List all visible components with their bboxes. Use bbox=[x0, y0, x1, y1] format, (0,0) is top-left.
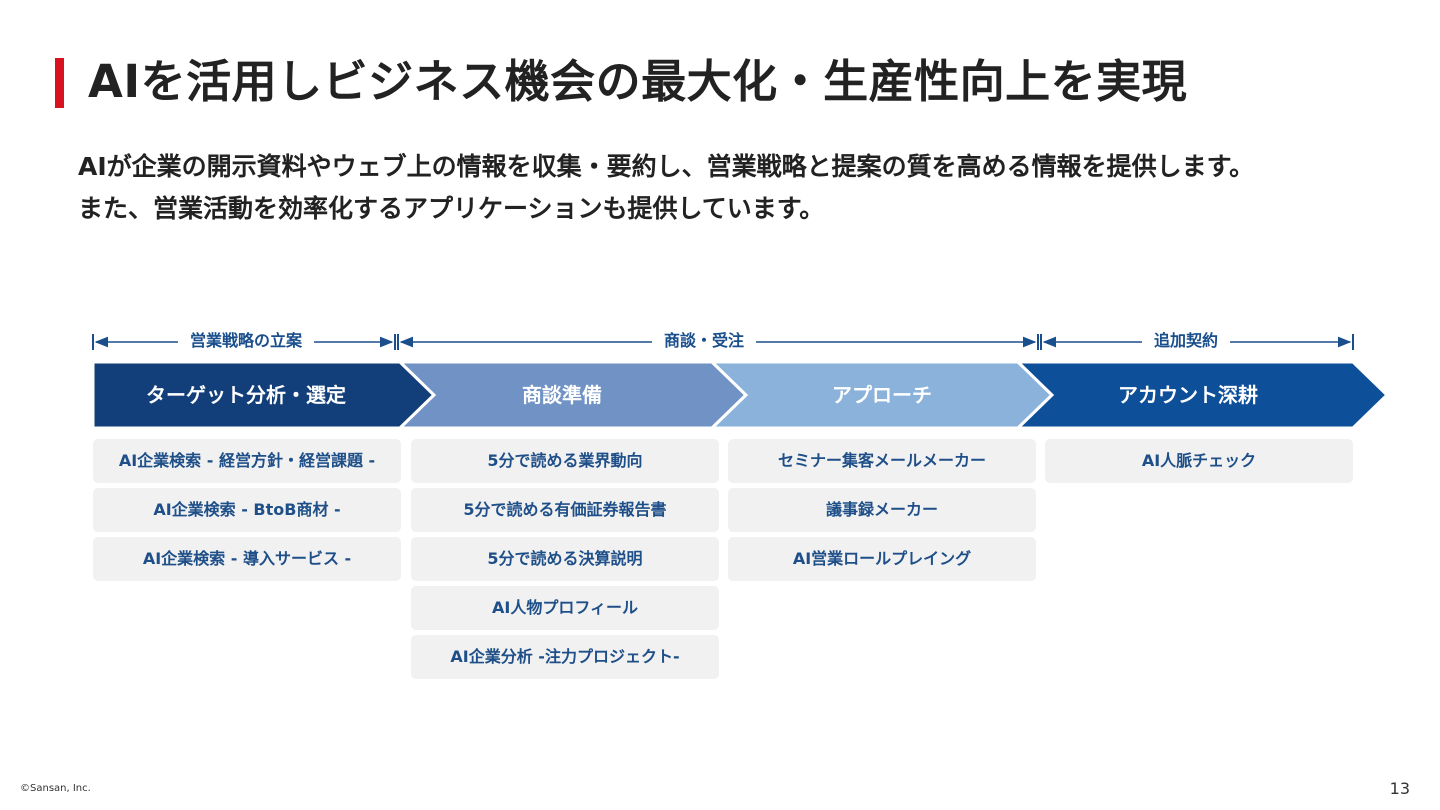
tool-column-approach: セミナー集客メールメーカー 議事録メーカー AI営業ロールプレイング bbox=[728, 439, 1036, 586]
stage-label-prep: 商談準備 bbox=[522, 383, 602, 407]
subtitle-line-1: AIが企業の開示資料やウェブ上の情報を収集・要約し、営業戦略と提案の質を高める情… bbox=[78, 152, 1255, 181]
stage-label-account: アカウント深耕 bbox=[1118, 383, 1258, 407]
tool-column-prep: 5分で読める業界動向 5分で読める有価証券報告書 5分で読める決算説明 AI人物… bbox=[411, 439, 719, 684]
tool-item[interactable]: AI企業検索 - BtoB商材 - bbox=[93, 488, 401, 532]
range-label-negotiation: 商談・受注 bbox=[651, 330, 757, 352]
title-accent-bar bbox=[55, 58, 64, 108]
tool-item[interactable]: 5分で読める業界動向 bbox=[411, 439, 719, 483]
tool-column-account: AI人脈チェック bbox=[1045, 439, 1353, 488]
tool-item[interactable]: 5分で読める有価証券報告書 bbox=[411, 488, 719, 532]
tool-item[interactable]: 議事録メーカー bbox=[728, 488, 1036, 532]
copyright: ©Sansan, Inc. bbox=[20, 783, 91, 794]
page-number: 13 bbox=[1389, 779, 1410, 798]
tool-item[interactable]: AI人物プロフィール bbox=[411, 586, 719, 630]
range-label-additional: 追加契約 bbox=[1141, 330, 1231, 352]
stage-label-approach: アプローチ bbox=[832, 383, 932, 407]
stage-label-target: ターゲット分析・選定 bbox=[146, 383, 346, 407]
stage-chevron-account bbox=[1014, 360, 1390, 430]
slide-subtitle: AIが企業の開示資料やウェブ上の情報を収集・要約し、営業戦略と提案の質を高める情… bbox=[78, 146, 1408, 230]
tool-item[interactable]: 5分で読める決算説明 bbox=[411, 537, 719, 581]
tool-item[interactable]: セミナー集客メールメーカー bbox=[728, 439, 1036, 483]
tool-item[interactable]: AI企業検索 - 経営方針・経営課題 - bbox=[93, 439, 401, 483]
tool-item[interactable]: AI営業ロールプレイング bbox=[728, 537, 1036, 581]
tool-item[interactable]: AI人脈チェック bbox=[1045, 439, 1353, 483]
subtitle-line-2: また、営業活動を効率化するアプリケーションも提供しています。 bbox=[78, 194, 825, 223]
tool-column-target: AI企業検索 - 経営方針・経営課題 - AI企業検索 - BtoB商材 - A… bbox=[93, 439, 401, 586]
slide-title: AIを活用しビジネス機会の最大化・生産性向上を実現 bbox=[88, 55, 1188, 108]
tool-item[interactable]: AI企業分析 -注力プロジェクト- bbox=[411, 635, 719, 679]
range-label-strategy: 営業戦略の立案 bbox=[177, 330, 315, 352]
tool-item[interactable]: AI企業検索 - 導入サービス - bbox=[93, 537, 401, 581]
